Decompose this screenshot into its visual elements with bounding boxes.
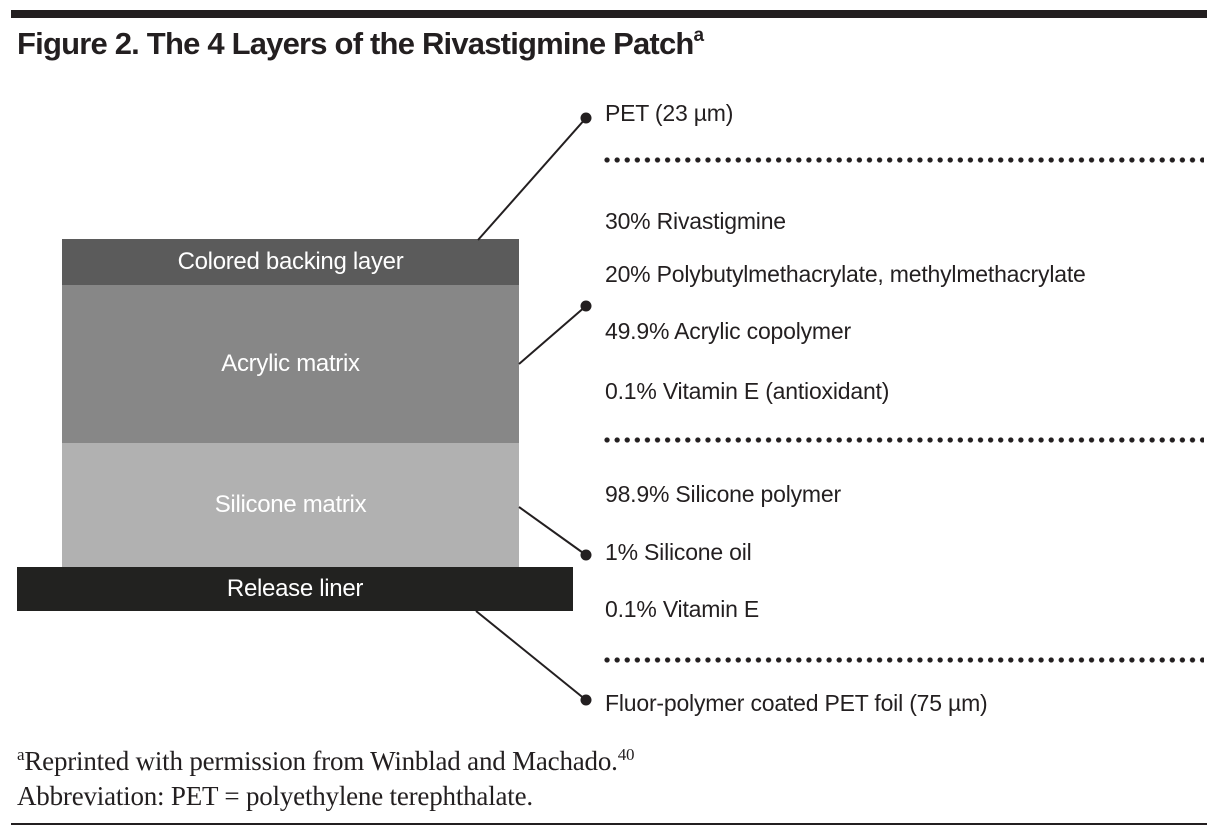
leader-dot-silicone: [580, 549, 592, 561]
layer-colored-backing: Colored backing layer: [62, 239, 519, 285]
footnote-marker: a: [17, 745, 25, 764]
leader-line-silicone: [518, 506, 587, 556]
leader-line-acrylic: [518, 305, 587, 365]
leader-line-backing: [477, 117, 587, 241]
dotted-separator: [602, 157, 1204, 163]
footnote-reference: 40: [617, 745, 635, 764]
layer-label: Silicone matrix: [214, 491, 367, 518]
composition-acrylic-2: 49.9% Acrylic copolymer: [605, 318, 851, 344]
leader-dot-backing: [580, 112, 592, 124]
composition-acrylic-0: 30% Rivastigmine: [605, 208, 786, 234]
layer-label: Acrylic matrix: [221, 350, 360, 377]
leader-dot-acrylic: [580, 300, 592, 312]
leader-line-liner: [475, 610, 587, 701]
dotted-separator: [602, 437, 1204, 443]
layer-label: Release liner: [226, 575, 364, 602]
composition-liner-0: Fluor-polymer coated PET foil (75 µm): [605, 690, 988, 716]
footnote-reprint: aReprinted with permission from Winblad …: [17, 745, 635, 777]
composition-silicone-2: 0.1% Vitamin E: [605, 596, 760, 622]
composition-backing-0: PET (23 µm): [605, 100, 734, 126]
composition-acrylic-3: 0.1% Vitamin E (antioxidant): [605, 378, 890, 404]
layer-label: Colored backing layer: [177, 248, 404, 275]
dotted-separator: [602, 657, 1204, 663]
figure-title-text: Figure 2. The 4 Layers of the Rivastigmi…: [17, 26, 694, 61]
bottom-rule: [11, 823, 1207, 825]
layer-release-liner: Release liner: [17, 567, 573, 611]
leader-dot-liner: [580, 694, 592, 706]
figure-title: Figure 2. The 4 Layers of the Rivastigmi…: [17, 24, 705, 62]
composition-acrylic-1: 20% Polybutylmethacrylate, methylmethacr…: [605, 261, 1086, 287]
top-rule: [11, 10, 1207, 18]
title-footnote-marker: a: [693, 24, 705, 46]
footnote-reprint-text: Reprinted with permission from Winblad a…: [24, 746, 618, 776]
footnote-abbreviation: Abbreviation: PET = polyethylene terepht…: [17, 781, 533, 811]
layer-acrylic-matrix: Acrylic matrix: [62, 285, 519, 443]
composition-silicone-1: 1% Silicone oil: [605, 539, 752, 565]
layer-silicone-matrix: Silicone matrix: [62, 443, 519, 567]
composition-silicone-0: 98.9% Silicone polymer: [605, 481, 841, 507]
